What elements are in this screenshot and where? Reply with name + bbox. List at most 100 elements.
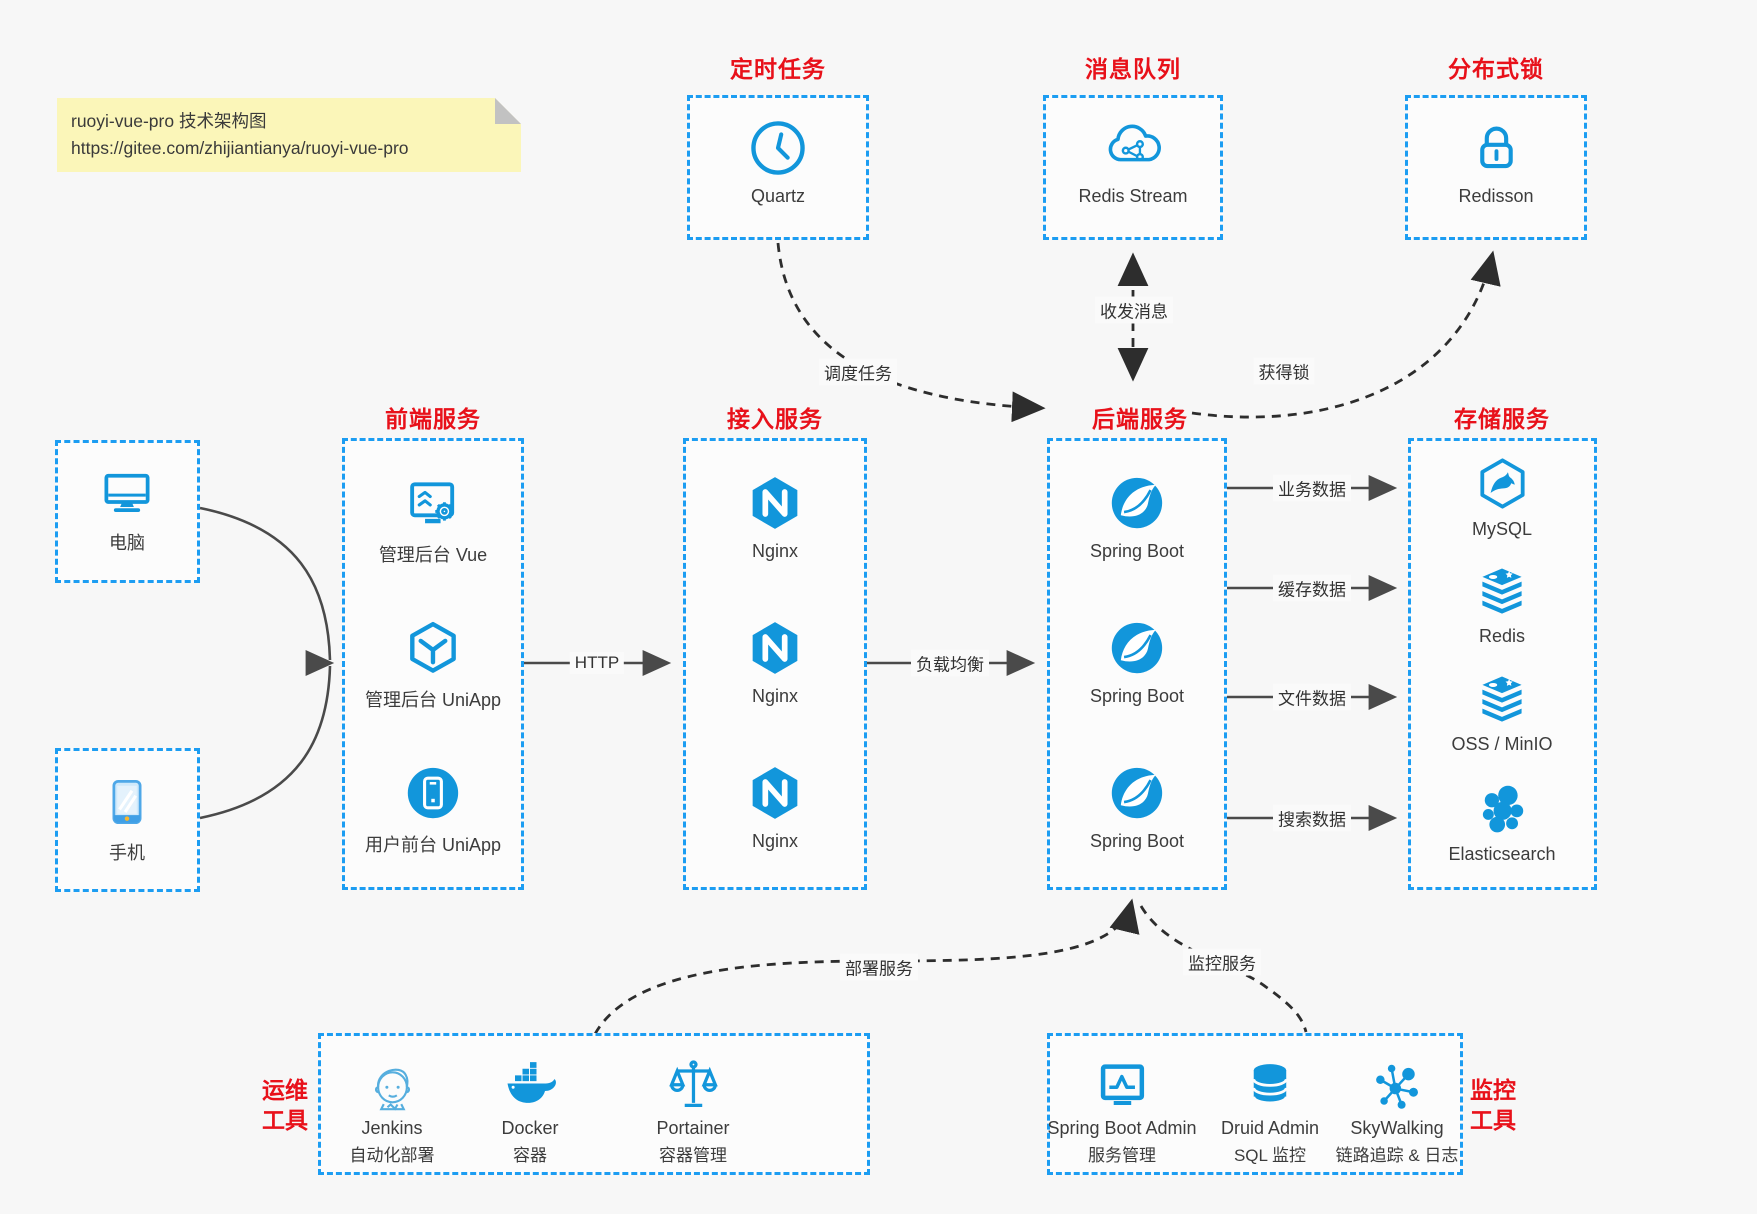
- node-redisson: Redisson: [1458, 117, 1534, 207]
- node-label: Nginx: [751, 686, 799, 706]
- desktop-icon: [97, 462, 157, 522]
- edge-label-deploy-service: 部署服务: [840, 953, 918, 981]
- user-app-icon: [402, 762, 464, 824]
- node-label: 电脑: [109, 533, 145, 553]
- box-scheduled-tasks: [687, 95, 869, 240]
- title-distributed-lock: 分布式锁: [1448, 56, 1544, 82]
- node-label: Redis: [1478, 626, 1526, 646]
- mysql-icon: [1473, 455, 1530, 512]
- node-label: OSS / MinIO: [1451, 734, 1553, 754]
- uniapp-icon: [402, 617, 464, 679]
- node-sublabel: 容器管理: [658, 1146, 727, 1165]
- node-label: Spring Boot: [1089, 686, 1185, 706]
- node-label: 用户前台 UniApp: [364, 835, 502, 855]
- side-label-line: 工具: [1470, 1107, 1516, 1134]
- side-label-line: 工具: [262, 1107, 308, 1134]
- edge-label-business-data: 业务数据: [1273, 474, 1351, 502]
- skywalking-icon: [1367, 1056, 1427, 1116]
- node-portainer: Portainer 容器管理: [656, 1056, 730, 1166]
- side-label-line: 监控: [1470, 1077, 1516, 1103]
- node-spring-boot-3: Spring Boot: [1090, 762, 1184, 852]
- node-label: MySQL: [1471, 519, 1533, 539]
- title-message-queue: 消息队列: [1085, 56, 1181, 82]
- edge-phone-to-frontend: [199, 665, 332, 820]
- node-redis-stream: Redis Stream: [1078, 117, 1188, 207]
- edge-pc-to-frontend: [199, 506, 332, 661]
- node-sublabel: 自动化部署: [349, 1146, 435, 1165]
- druid-icon: [1240, 1056, 1300, 1116]
- node-label: Redis Stream: [1078, 186, 1188, 206]
- node-druid-admin: Druid Admin SQL 监控: [1221, 1056, 1319, 1166]
- lock-icon: [1465, 117, 1527, 179]
- spring-boot-icon: [1106, 762, 1168, 824]
- side-label-line: 运维: [262, 1077, 308, 1103]
- node-label: Druid Admin: [1220, 1118, 1320, 1138]
- node-sublabel: 链路追踪 & 日志: [1335, 1146, 1459, 1165]
- box-message-queue: [1043, 95, 1223, 240]
- side-label-ops-tools: 运维 工具: [262, 1075, 308, 1136]
- node-redis: Redis: [1474, 562, 1531, 647]
- node-label: Spring Boot Admin: [1047, 1118, 1197, 1138]
- sticky-note: ruoyi-vue-pro 技术架构图 https://gitee.com/zh…: [57, 98, 521, 173]
- node-pc: 电脑: [97, 462, 157, 555]
- edge-label-load-balance: 负载均衡: [911, 649, 989, 677]
- node-label: Spring Boot: [1089, 541, 1185, 561]
- node-label: 管理后台 Vue: [378, 545, 488, 565]
- node-label: Nginx: [751, 541, 799, 561]
- node-admin-vue: 管理后台 Vue: [379, 472, 487, 567]
- box-ops-tools: [318, 1033, 870, 1175]
- cloud-mq-icon: [1101, 117, 1165, 179]
- side-label-monitor-tools: 监控 工具: [1470, 1075, 1516, 1136]
- portainer-icon: [663, 1056, 723, 1116]
- edge-label-send-receive-msg: 收发消息: [1095, 296, 1173, 324]
- node-skywalking: SkyWalking 链路追踪 & 日志: [1335, 1056, 1459, 1166]
- node-label: SkyWalking: [1350, 1118, 1444, 1138]
- spring-boot-icon: [1106, 472, 1168, 534]
- edge-label-cache-data: 缓存数据: [1273, 574, 1351, 602]
- docker-icon: [500, 1056, 560, 1116]
- note-url: https://gitee.com/zhijiantianya/ruoyi-vu…: [71, 138, 409, 159]
- node-elasticsearch: Elasticsearch: [1448, 780, 1556, 865]
- note-title: ruoyi-vue-pro 技术架构图: [71, 111, 267, 131]
- title-backend-services: 后端服务: [1092, 406, 1188, 432]
- edge-label-file-data: 文件数据: [1273, 683, 1351, 711]
- node-label: Nginx: [751, 831, 799, 851]
- node-label: 管理后台 UniApp: [364, 690, 502, 710]
- node-label: Elasticsearch: [1448, 844, 1556, 864]
- node-nginx-1: Nginx: [744, 472, 806, 562]
- edge-label-http: HTTP: [569, 652, 625, 674]
- node-nginx-2: Nginx: [744, 617, 806, 707]
- box-pc-client: [55, 440, 200, 583]
- node-quartz: Quartz: [747, 117, 809, 207]
- nginx-icon: [744, 472, 806, 534]
- jenkins-icon: [362, 1056, 422, 1116]
- title-gateway-services: 接入服务: [727, 406, 823, 432]
- edge-label-acquire-lock: 获得锁: [1253, 357, 1315, 385]
- admin-vue-icon: [402, 472, 464, 534]
- edge-label-search-data: 搜索数据: [1273, 804, 1351, 832]
- node-spring-boot-admin: Spring Boot Admin 服务管理: [1047, 1056, 1197, 1166]
- node-nginx-3: Nginx: [744, 762, 806, 852]
- clock-icon: [747, 117, 809, 179]
- edge-label-monitor-service: 监控服务: [1183, 948, 1261, 976]
- node-user-uniapp: 用户前台 UniApp: [365, 762, 501, 857]
- spring-boot-icon: [1106, 617, 1168, 679]
- node-jenkins: Jenkins 自动化部署: [350, 1056, 435, 1166]
- node-label: 手机: [109, 843, 145, 863]
- spring-boot-admin-icon: [1092, 1056, 1152, 1116]
- nginx-icon: [744, 617, 806, 679]
- smartphone-icon: [97, 772, 157, 832]
- oss-icon: [1474, 670, 1531, 727]
- node-phone: 手机: [97, 772, 157, 865]
- title-scheduled-tasks: 定时任务: [730, 56, 826, 82]
- node-label: Jenkins: [361, 1118, 423, 1138]
- node-admin-uniapp: 管理后台 UniApp: [365, 617, 501, 712]
- title-storage-services: 存储服务: [1454, 406, 1550, 432]
- node-label: Docker: [501, 1118, 559, 1138]
- node-sublabel: SQL 监控: [1233, 1146, 1307, 1165]
- edge-schedule-task: [776, 242, 1046, 423]
- elasticsearch-icon: [1473, 780, 1530, 837]
- edge-label-schedule-task: 调度任务: [819, 358, 897, 386]
- node-label: Quartz: [750, 186, 806, 206]
- node-label: Spring Boot: [1089, 831, 1185, 851]
